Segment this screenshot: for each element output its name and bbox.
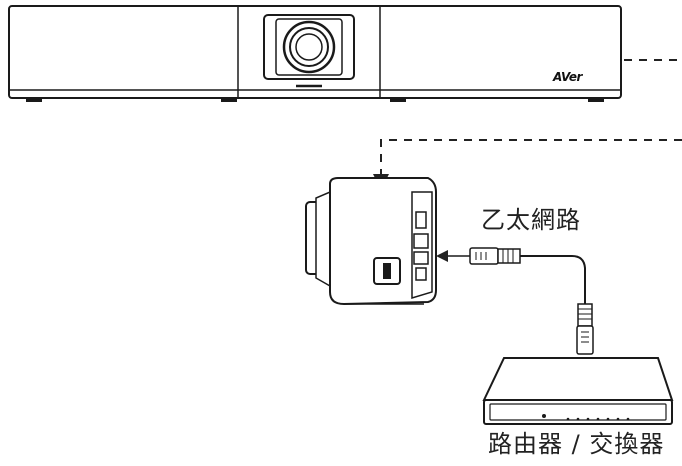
- router-device: [482, 357, 674, 425]
- ethernet-cable: [436, 247, 594, 355]
- ethernet-label: 乙太網路: [481, 206, 581, 234]
- lan-port-icon: [413, 233, 429, 249]
- rj45-connector-icon: [469, 247, 499, 265]
- brand-logo: AVer: [553, 70, 582, 84]
- video-bar-device: [8, 5, 622, 102]
- dashed-connection-down: [373, 139, 682, 190]
- hub-box-device: [305, 177, 437, 306]
- hdmi-port-icon: [415, 211, 427, 229]
- router-switch-label: 路由器 / 交換器: [488, 430, 665, 458]
